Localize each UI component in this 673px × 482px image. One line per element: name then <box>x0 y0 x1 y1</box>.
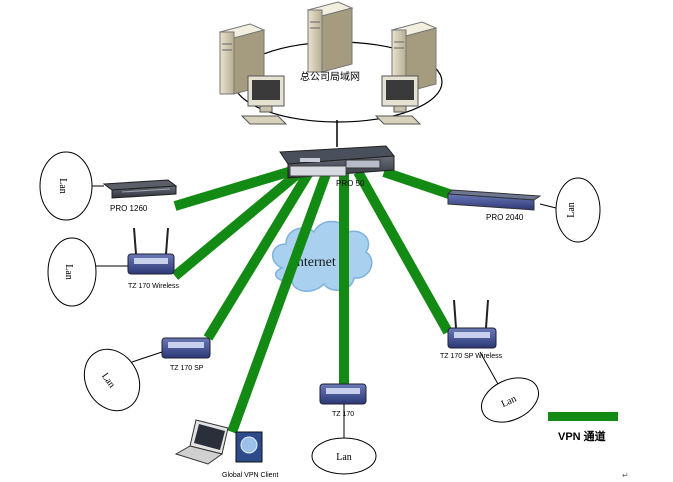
vpn-client-label: Global VPN Client <box>222 472 278 479</box>
tz170-sp-wireless-device <box>447 299 497 349</box>
central-device-label: PRO 50 <box>336 179 365 188</box>
tz170-device <box>319 383 367 405</box>
lan-label: Lan <box>63 264 74 280</box>
server-icon <box>306 1 354 73</box>
hq-lan-label: 总公司局域网 <box>300 70 360 83</box>
pro1260-device <box>102 179 178 199</box>
pro1260-label: PRO 1260 <box>110 204 148 213</box>
lan-label: Lan <box>566 202 577 218</box>
lan-connector <box>131 351 163 363</box>
lan-bubble-tz170-sp-wireless <box>481 377 539 423</box>
workstation-icon <box>374 75 422 125</box>
lan-connector <box>539 203 557 209</box>
vpn-tunnel-pro2040 <box>382 167 457 201</box>
tz170-wireless-label: TZ 170 Wireless <box>128 283 179 290</box>
tz170-sp-label: TZ 170 SP <box>170 365 204 372</box>
lan-bubble-tz170-wireless <box>47 237 97 307</box>
laptop-icon <box>174 419 229 465</box>
legend-swatch <box>548 412 618 421</box>
tz170-sp-wireless-label: TZ 170 SP Wireless <box>440 353 503 360</box>
central-firewall-device <box>279 145 395 179</box>
vpn-tunnel-tz170-sp-wireless <box>353 169 453 335</box>
legend-label: VPN 通道 <box>558 429 606 443</box>
tz170-wireless-device <box>127 227 175 275</box>
vpn-tunnel-tz170-sp <box>203 171 313 341</box>
pro2040-device <box>446 189 542 211</box>
lan-bubble-tz170-sp <box>83 348 141 412</box>
vpn-tunnels <box>171 165 457 434</box>
lan-label: Lan <box>336 452 352 463</box>
internet-label: Internet <box>292 255 336 270</box>
tz170-sp-device <box>161 337 211 359</box>
lan-bubble-pro2040 <box>555 177 601 243</box>
vpn-client-icon <box>235 431 263 463</box>
pro2040-label: PRO 2040 <box>486 213 524 222</box>
lan-label: Lan <box>57 178 68 194</box>
vpn-tunnel-pro1260 <box>173 165 297 211</box>
vpn-tunnel-vpn-client <box>227 172 331 434</box>
vpn-tunnel-tz170-wireless <box>171 168 304 280</box>
workstation-icon <box>240 75 288 125</box>
lan-connector <box>479 351 499 385</box>
paragraph-mark: ↵ <box>622 471 629 480</box>
tz170-label: TZ 170 <box>332 411 354 418</box>
